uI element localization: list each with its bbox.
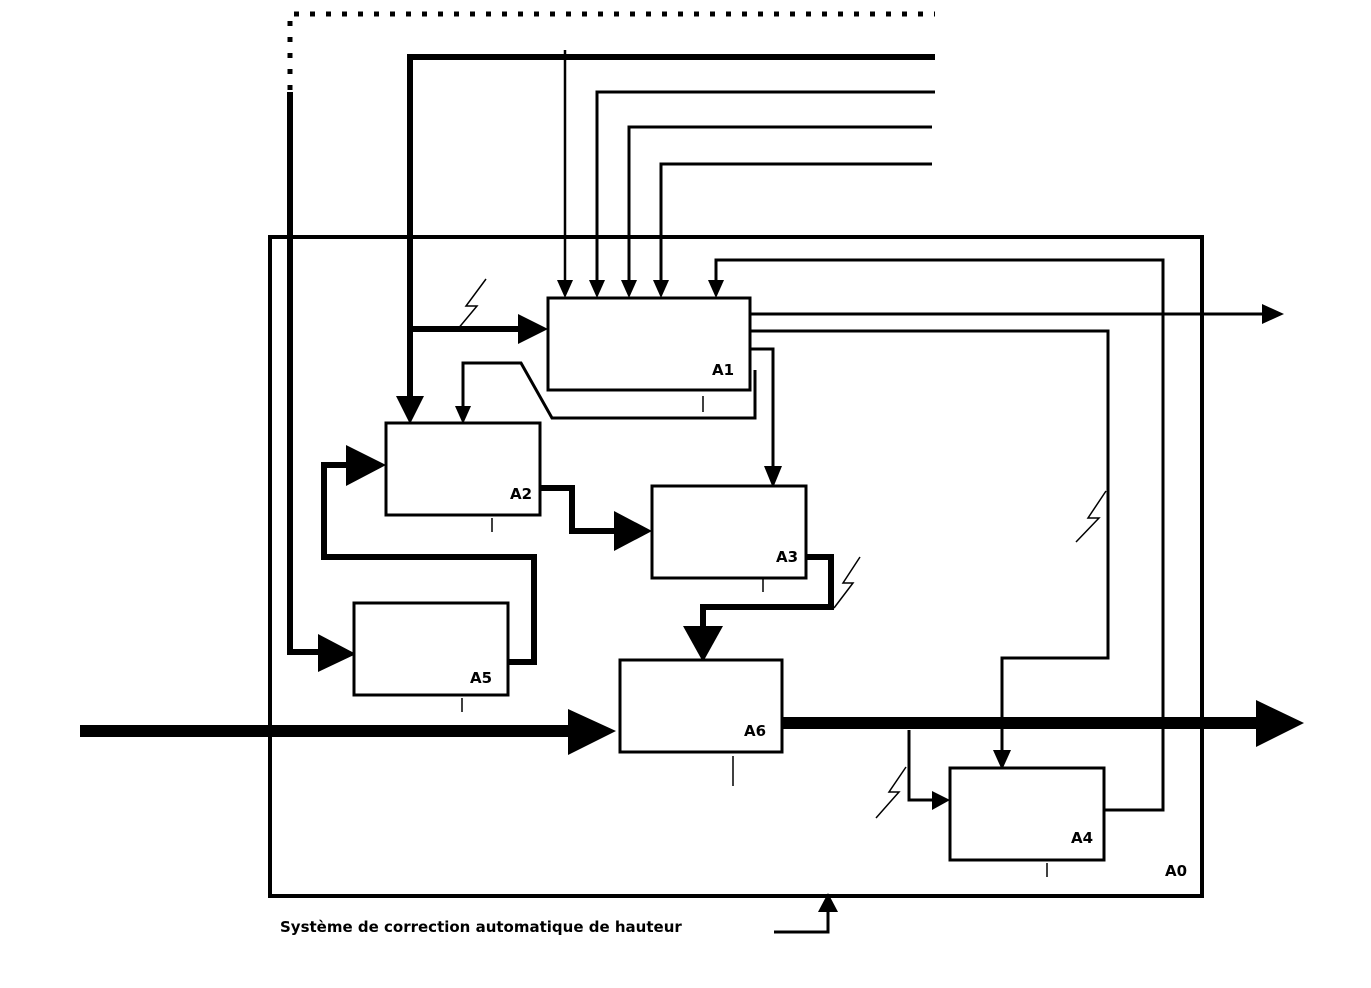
context-frame-a0 (268, 235, 1204, 898)
flow-control-2-to-a1 (595, 90, 935, 285)
diagram-caption: Système de correction automatique de hau… (280, 918, 682, 936)
svg-text:A1: A1 (712, 361, 734, 379)
lightning-icon-a6-control (833, 556, 861, 609)
flow-external-to-a5 (287, 92, 330, 655)
activity-box-a2[interactable]: A2 (384, 421, 542, 532)
activity-box-a4[interactable]: A4 (948, 766, 1106, 877)
flow-mechanism-to-a0 (774, 910, 830, 934)
arrowhead-a4-input (932, 791, 950, 810)
activity-box-a3[interactable]: A3 (650, 484, 808, 592)
flow-external-to-a1-and-a2 (407, 54, 935, 400)
activity-box-a6[interactable]: A6 (618, 658, 784, 786)
arrowhead-a4-control (993, 750, 1011, 770)
arrowhead-a1-control-5 (708, 280, 724, 298)
arrowhead-a1-input (518, 314, 548, 344)
svg-text:A5: A5 (470, 669, 492, 687)
flow-control-3-to-a1 (627, 125, 932, 285)
flow-a1-to-a3-control (750, 347, 775, 470)
context-label-a0: A0 (1165, 862, 1187, 880)
svg-text:A3: A3 (776, 548, 798, 566)
arrowhead-a1-control-4 (653, 280, 669, 298)
svg-text:A2: A2 (510, 485, 532, 503)
arrowhead-a1-control-3 (621, 280, 637, 298)
arrowhead-a1-control-1 (557, 280, 573, 298)
arrowhead-a3-control (764, 466, 782, 488)
arrowhead-a5-input (318, 634, 356, 672)
svg-text:A6: A6 (744, 722, 766, 740)
activity-box-a1[interactable]: A1 (546, 296, 752, 412)
svg-text:A4: A4 (1071, 829, 1093, 847)
arrowhead-a1-control-2 (589, 280, 605, 298)
flow-a6-to-a4-input (907, 730, 935, 802)
flow-a2-to-a3-input (540, 485, 620, 534)
arrowhead-a6-input (568, 709, 616, 755)
arrowhead-a6-output (1256, 700, 1304, 747)
flow-control-4-to-a1 (659, 162, 932, 285)
arrowhead-a2-control-2 (455, 406, 471, 424)
flow-a1-to-a2-control (461, 361, 757, 420)
lightning-icon-a4-control (1075, 490, 1107, 543)
lightning-icon-a4-input (875, 766, 907, 819)
arrowhead-a0-mechanism (818, 893, 838, 912)
flow-a3-to-a6-control (700, 554, 834, 630)
arrowhead-a1-output (1262, 304, 1284, 324)
arrowhead-a2-control (396, 396, 424, 424)
arrowhead-a6-control (683, 626, 723, 662)
lightning-icon-a1 (456, 278, 487, 331)
activity-box-a5[interactable]: A5 (352, 601, 510, 712)
arrowhead-a2-input (346, 445, 386, 486)
arrowhead-a3-input (614, 511, 652, 551)
flow-a5-to-a2-input (321, 462, 537, 665)
dotted-boundary-line (287, 11, 935, 90)
flow-a1-to-a4-control (750, 329, 1110, 755)
flow-a4-to-a1-control (714, 258, 1165, 812)
